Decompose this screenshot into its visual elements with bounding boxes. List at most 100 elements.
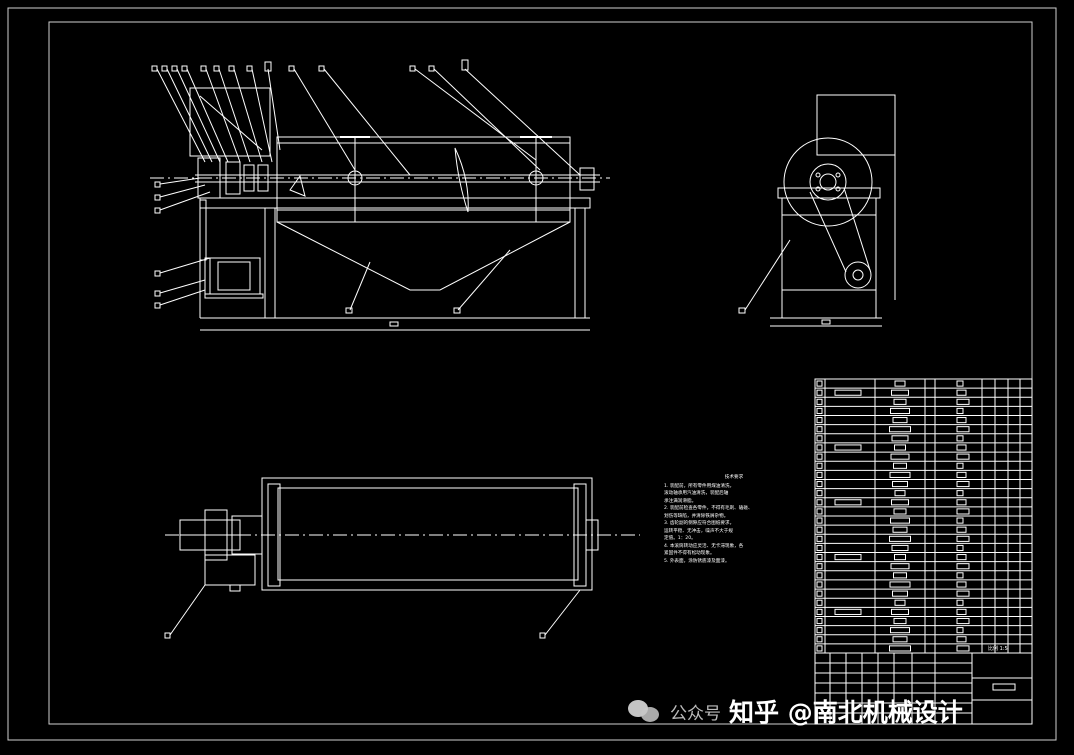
parts-table-cell-mark [956,453,970,460]
parts-table-cell-mark [956,535,970,542]
parts-table-cell-mark [956,490,964,497]
technical-requirement-line: 划伤等缺陷，并清除铁屑杂物。 [664,513,729,519]
technical-requirements-title: 技术要求 [724,475,744,480]
parts-table-cell-mark [816,508,823,515]
parts-table-cell-mark [956,617,970,625]
outer-border [7,7,1057,741]
parts-table-cell-mark [956,627,964,634]
parts-table-cell-mark [816,417,823,424]
parts-table-cell-mark [816,544,823,552]
parts-table-cell-mark [816,636,823,643]
parts-table-cell-mark [893,572,907,579]
front-leader-tags [151,59,469,327]
technical-requirement-line: 2. 装配前检查各零件，不得有毛刺、磕碰、 [664,506,753,511]
parts-table-cell-mark [816,617,823,625]
parts-table-cell-mark [816,389,823,396]
watermark-brand: 知乎 @南北机械设计 [729,698,963,727]
top-view [164,477,640,639]
parts-table-cell-mark [816,471,823,478]
parts-table-cell-mark [956,444,967,451]
parts-table-cell-mark [890,407,910,415]
parts-table-cell-mark [956,554,967,561]
parts-table-cell-mark [816,480,823,488]
parts-table-cell-mark [816,407,823,415]
parts-table-cell-mark [956,480,970,488]
technical-requirement-line: 4. 本滚筒转动应灵活、无卡滞现象，各 [664,543,744,549]
parts-table-cell-mark [816,572,823,579]
parts-table-cell-mark [894,444,906,451]
parts-table-cell-mark [816,563,823,570]
parts-table-cell-mark [816,526,823,533]
parts-table-cell-mark [834,444,862,451]
parts-table-cell-mark [816,499,823,506]
parts-table-cell-mark [892,590,908,597]
parts-table-cell-mark [956,398,970,405]
parts-table-cell-mark [894,599,906,606]
technical-requirement-line: 5. 外表面，涂防锈底漆及面漆。 [664,558,730,564]
technical-requirements: 技术要求 1. 装配前，所有零件用煤油清洗， 滚动轴承用汽油清洗，装配后轴 承注… [664,474,804,565]
parts-table-cell-mark [816,380,823,387]
parts-table-cell-mark [891,389,909,396]
parts-table-cell-mark [956,599,964,606]
parts-table-cell-mark [816,426,823,433]
drum-body [276,136,571,223]
parts-table-cell-mark [834,499,862,506]
table-scale-text: 比例 1:5 [988,645,1008,652]
side-drum [783,137,873,227]
parts-table-cell-mark [816,490,823,497]
feed-hopper [189,87,271,157]
parts-table-cell-mark [956,526,967,533]
parts-table-cell-mark [889,581,911,588]
parts-table-cell-mark [956,380,964,387]
parts-table-cell-mark [890,563,910,570]
parts-table-cell-mark [890,517,910,524]
parts-table-cell-mark [890,627,910,634]
parts-table-cell-mark [891,608,909,615]
technical-requirement-line: 滚动轴承用汽油清洗，装配后轴 [664,491,729,496]
parts-table-cell-mark [816,453,823,460]
parts-table-cell-mark [816,398,823,405]
parts-table-cell-mark [893,508,907,515]
parts-table-cell-mark [956,462,964,469]
side-frame [777,187,881,199]
parts-table-cell-mark [894,490,906,497]
parts-table-cell-mark [892,526,908,533]
parts-table-cell-mark [956,426,970,433]
parts-table-cell-mark [956,608,967,615]
parts-table-cell-mark [956,563,970,570]
parts-table-cell-mark [956,636,967,643]
parts-table-cell-mark [956,508,970,515]
parts-table-cell-mark [834,389,862,396]
parts-list-table [814,378,1033,654]
side-motor [844,261,872,289]
parts-table-cell-mark [816,535,823,542]
parts-table-cell-mark [894,554,906,561]
side-belt-2 [843,187,871,271]
parts-table-cell-mark [890,453,910,460]
side-belt-1 [809,191,847,273]
parts-table-cell-mark [889,645,911,652]
parts-table-cell-mark [956,389,967,396]
parts-table-cell-mark [956,572,964,579]
parts-table-cell-mark [891,544,909,552]
parts-table-cell-mark [891,435,909,442]
parts-table-cell-mark [956,581,967,588]
parts-table-cell-mark [956,517,964,524]
technical-requirement-line: 承注满润滑脂。 [664,498,697,504]
watermark-channel: 公众号 [670,703,721,724]
parts-table-cell-mark [892,636,908,643]
parts-table-cell-mark [889,426,911,433]
parts-table-cell-mark [816,435,823,442]
technical-requirement-line: 1. 装配前，所有零件用煤油清洗， [664,483,735,489]
front-leaders [156,68,581,311]
parts-table-cell-mark [956,417,967,424]
technical-requirement-line: 运转平稳、无冲击，噪声不大于规 [664,528,733,534]
wechat-icon [628,698,662,724]
parts-table-cell-mark [956,435,964,442]
parts-table-cell-mark [816,554,823,561]
parts-table-cell-mark [956,544,964,552]
parts-table-cell-mark [816,608,823,615]
technical-requirement-line: 紧固件不得有松动现象。 [664,551,715,556]
technical-requirement-line: 3. 齿轮副的侧隙应符合图纸要求， [664,521,735,526]
